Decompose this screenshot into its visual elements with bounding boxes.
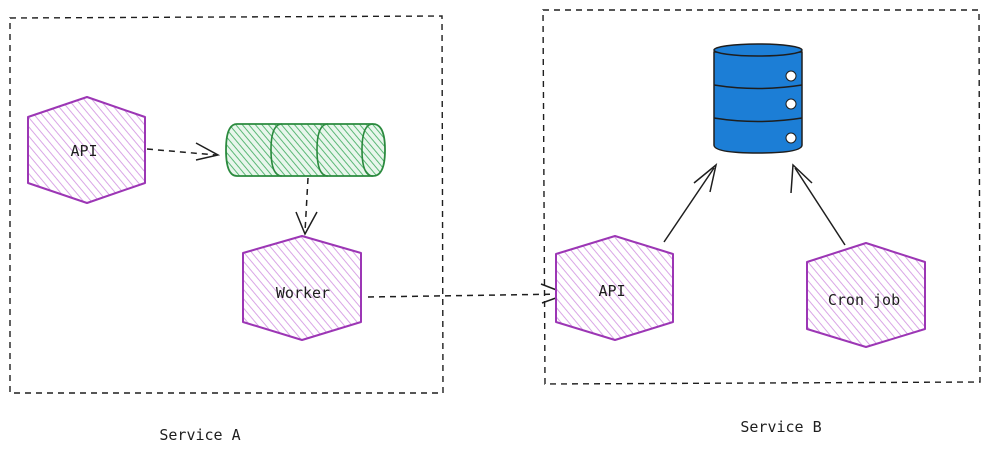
arrow-worker-to-api-b (367, 283, 570, 304)
service-b-boundary (542, 9, 981, 385)
service-b-caption: Service B (740, 418, 821, 436)
cron-job-node: Cron job (806, 242, 926, 348)
database-icon (713, 43, 803, 154)
service-a-caption: Service A (159, 426, 240, 444)
worker-label: Worker (276, 284, 330, 302)
service-a-api-node: API (27, 96, 146, 204)
service-b-api-node: API (555, 235, 674, 341)
cron-job-label: Cron job (828, 291, 900, 309)
arrow-api-b-to-database (663, 163, 718, 243)
arrow-queue-to-worker (295, 177, 318, 236)
service-a-boundary (9, 15, 444, 394)
message-queue-node (225, 123, 386, 177)
service-a-api-label: API (70, 142, 97, 160)
service-b-api-label: API (598, 282, 625, 300)
worker-node: Worker (242, 235, 362, 341)
arrow-cron-to-database (790, 163, 846, 246)
arrow-api-to-queue (146, 142, 221, 161)
